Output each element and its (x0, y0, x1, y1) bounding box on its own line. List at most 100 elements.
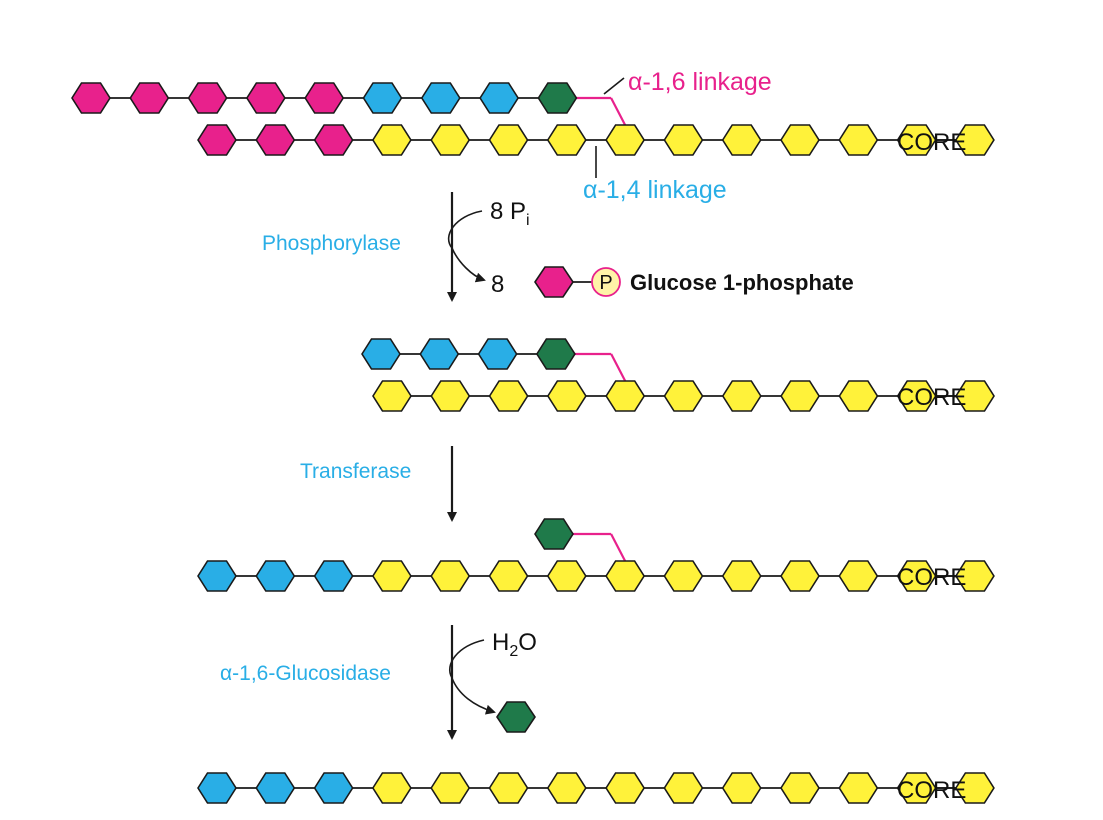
glucose-pink-hex-icon (187, 82, 228, 114)
transferase-label: Transferase (300, 460, 411, 483)
glucose-yellow-hex-icon (371, 772, 412, 804)
glucose-blue-hex-icon (420, 82, 461, 114)
glucose-blue-hex-icon (477, 338, 518, 370)
core-label-stage4: CORE (897, 777, 966, 804)
glucose-yellow-hex-icon (780, 124, 820, 156)
glucose-yellow-hex-icon (663, 560, 704, 592)
water-input-curve (449, 639, 496, 715)
stage-4-linear-chain (197, 772, 995, 804)
glucose-green-hex-icon (535, 338, 576, 370)
glucose-blue-hex-icon (197, 560, 237, 592)
glucose-yellow-hex-icon (780, 560, 820, 592)
glucose-yellow-hex-icon (838, 772, 879, 804)
glucose-yellow-hex-icon (721, 380, 762, 412)
water-label: H2O (492, 629, 537, 660)
glucose-yellow-hex-icon (663, 772, 704, 804)
glucose-pink-hex-icon (71, 82, 111, 114)
glucose-yellow-hex-icon (546, 772, 587, 804)
glucose-yellow-hex-icon (605, 560, 646, 592)
glucose-pink-hex-icon (129, 82, 170, 114)
stage-3-after-transfer (197, 518, 995, 592)
glucose-pink-hex-icon (245, 82, 286, 114)
glucose-green-hex-icon (537, 82, 578, 114)
glucose-blue-hex-icon (479, 82, 520, 114)
glucose-blue-hex-icon (255, 772, 296, 804)
glucose-yellow-hex-icon (371, 560, 412, 592)
glucose-yellow-hex-icon (663, 380, 704, 412)
glucose-yellow-hex-icon (721, 124, 762, 156)
glucose-blue-hex-icon (361, 338, 401, 370)
glucose-yellow-hex-icon (371, 124, 412, 156)
glucose-blue-hex-icon (255, 560, 296, 592)
glucose-yellow-hex-icon (896, 124, 937, 156)
glucose-yellow-hex-icon (896, 380, 937, 412)
glucose-blue-hex-icon (419, 338, 460, 370)
alpha16-bond (610, 97, 627, 126)
glucose-pink-hex-icon (313, 124, 354, 156)
pi-count: 8 P (490, 198, 526, 225)
glucose-yellow-hex-icon (488, 560, 529, 592)
glucose-yellow-hex-icon (546, 380, 587, 412)
phosphorylase-label: Phosphorylase (262, 232, 401, 255)
glucose-yellow-hex-icon (955, 380, 995, 412)
glucose-yellow-hex-icon (721, 560, 762, 592)
glucose-yellow-hex-icon (488, 772, 529, 804)
stage-2-limit-branch (361, 338, 995, 412)
glucose-yellow-hex-icon (488, 124, 529, 156)
alpha14-linkage-label: α-1,4 linkage (583, 176, 727, 204)
water-subscript: 2 (509, 643, 518, 660)
glucose-yellow-hex-icon (896, 772, 937, 804)
water-h: H (492, 629, 509, 656)
glucose-yellow-hex-icon (605, 124, 646, 156)
alpha16-bond (610, 533, 627, 562)
glucose-pink-hex-icon (304, 82, 345, 114)
water-o: O (518, 629, 537, 656)
phosphate-circle-icon (591, 267, 621, 297)
glucose-blue-hex-icon (362, 82, 403, 114)
alpha16-linkage-label: α-1,6 linkage (628, 68, 772, 96)
glucose-yellow-hex-icon (430, 772, 471, 804)
glucose-1-phosphate-icon: P (534, 266, 621, 298)
released-glucose-hex-icon (534, 266, 574, 298)
glucose-yellow-hex-icon (780, 772, 820, 804)
glucose-pink-hex-icon (255, 124, 296, 156)
core-label-stage2: CORE (897, 384, 966, 411)
glucose-yellow-hex-icon (546, 560, 587, 592)
glucose-yellow-hex-icon (780, 380, 821, 412)
glucose-yellow-hex-icon (605, 380, 646, 412)
glucose-blue-hex-icon (313, 772, 354, 804)
glucosidase-label: α-1,6-Glucosidase (220, 662, 391, 685)
glucose-yellow-hex-icon (430, 124, 471, 156)
core-label-stage1: CORE (897, 129, 966, 156)
glucose-yellow-hex-icon (372, 380, 412, 412)
alpha16-linkage-leader (603, 77, 625, 95)
glucose-yellow-hex-icon (954, 560, 995, 592)
released-glucose-hex-icon (496, 701, 536, 733)
glucose-yellow-hex-icon (838, 380, 879, 412)
glucose-yellow-hex-icon (721, 772, 762, 804)
phosphate-symbol: P (599, 272, 612, 294)
pi-subscript: i (526, 212, 530, 229)
glucose-yellow-hex-icon (663, 124, 704, 156)
glucose-yellow-hex-icon (838, 560, 879, 592)
glucose-yellow-hex-icon (430, 380, 471, 412)
product-count-label: 8 (491, 271, 504, 298)
glucose-yellow-hex-icon (954, 772, 995, 804)
glucose-yellow-hex-icon (605, 772, 646, 804)
glucose-yellow-hex-icon (488, 380, 529, 412)
pi-input-curve (447, 210, 486, 283)
glucose-blue-hex-icon (197, 772, 237, 804)
stage-1-glycogen-branch (71, 82, 995, 156)
glucose-pink-hex-icon (197, 124, 237, 156)
pi-reactant-label: 8 Pi (490, 198, 530, 229)
glucose-yellow-hex-icon (896, 560, 937, 592)
glucose-blue-hex-icon (313, 560, 354, 592)
glucose-yellow-hex-icon (838, 124, 879, 156)
glucose-yellow-hex-icon (546, 124, 587, 156)
glucose-green-hex-icon (534, 518, 574, 550)
alpha16-bond (610, 353, 627, 382)
core-label-stage3: CORE (897, 564, 966, 591)
glucose-1-phosphate-label: Glucose 1-phosphate (630, 270, 854, 295)
glucose-yellow-hex-icon (954, 124, 995, 156)
